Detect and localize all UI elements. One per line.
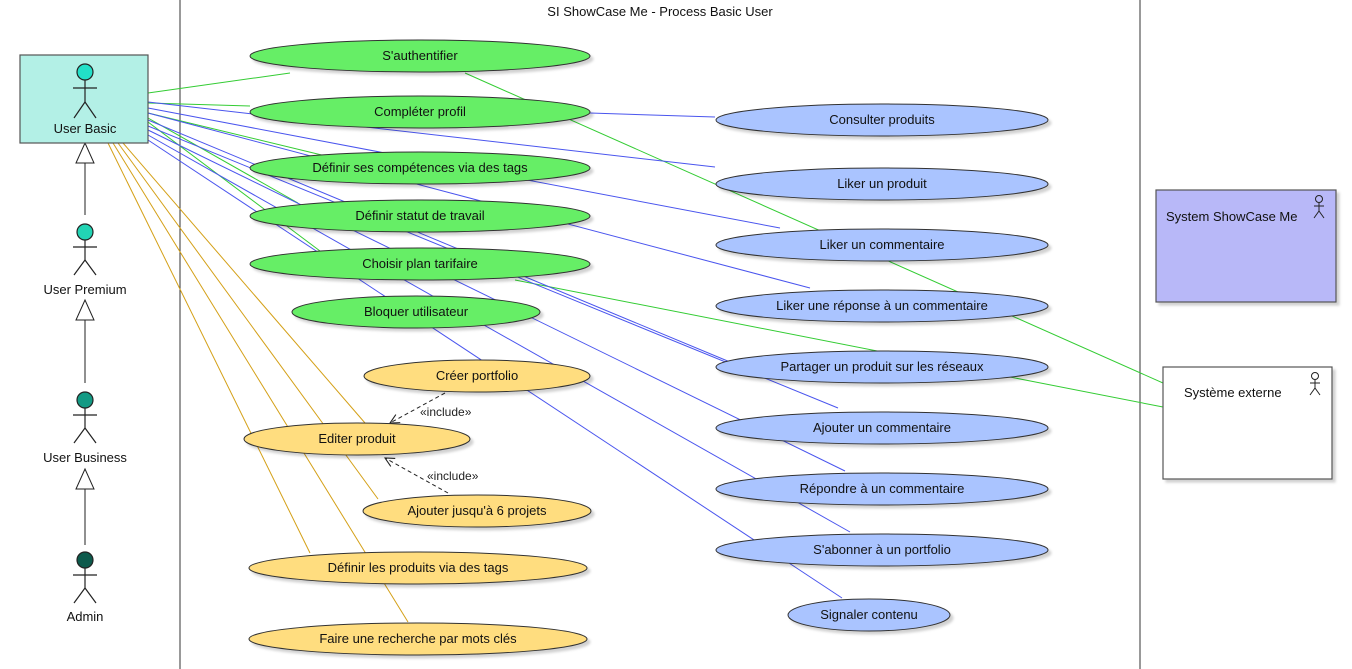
use-case-liker-produit[interactable]: Liker un produit xyxy=(715,167,1049,201)
use-case-label: Liker un commentaire xyxy=(820,237,945,252)
stick-figure-icon xyxy=(73,391,97,444)
actor-label: Admin xyxy=(67,609,104,624)
include-arrow xyxy=(385,458,449,494)
use-case-recherche[interactable]: Faire une recherche par mots clés xyxy=(248,622,588,656)
actor-box xyxy=(1162,366,1333,480)
use-case-definir-produits[interactable]: Définir les produits via des tags xyxy=(248,551,588,585)
use-case-bloquer[interactable]: Bloquer utilisateur xyxy=(291,295,541,329)
use-case-consulter[interactable]: Consulter produits xyxy=(715,103,1049,137)
stick-figure-icon xyxy=(73,223,97,276)
assoc-line xyxy=(147,112,331,158)
actor-user-basic[interactable]: User Basic xyxy=(19,54,149,144)
assoc-line xyxy=(112,142,409,623)
stick-figure-icon xyxy=(73,551,97,604)
use-case-label: Editer produit xyxy=(318,431,396,446)
use-case-label: Définir statut de travail xyxy=(355,208,484,223)
use-case-label: Signaler contenu xyxy=(820,607,918,622)
use-case-completer-profil[interactable]: Compléter profil xyxy=(249,95,591,129)
association-lines xyxy=(107,72,1164,623)
assoc-line xyxy=(464,72,1164,384)
actor-system-showcase[interactable]: System ShowCase Me xyxy=(1155,189,1337,303)
actor-user-premium[interactable]: User Premium xyxy=(43,223,127,297)
use-case-label: Définir les produits via des tags xyxy=(328,560,509,575)
stick-figure-icon xyxy=(1309,372,1321,396)
system-boundary: SI ShowCase Me - Process Basic User xyxy=(179,0,1141,669)
assoc-line xyxy=(147,72,291,94)
use-case-label: Liker une réponse à un commentaire xyxy=(776,298,988,313)
use-case-label: Choisir plan tarifaire xyxy=(362,256,478,271)
actor-systeme-externe[interactable]: Système externe xyxy=(1162,366,1333,480)
use-case-label: S'authentifier xyxy=(382,48,458,63)
use-case-label: Faire une recherche par mots clés xyxy=(319,631,517,646)
use-case-liker-reponse[interactable]: Liker une réponse à un commentaire xyxy=(715,289,1049,323)
use-case-signaler[interactable]: Signaler contenu xyxy=(787,598,951,632)
use-case-label: Consulter produits xyxy=(829,112,935,127)
use-case-label: S'abonner à un portfolio xyxy=(813,542,951,557)
use-case-ajouter-commentaire[interactable]: Ajouter un commentaire xyxy=(715,411,1049,445)
include-label: «include» xyxy=(427,469,479,483)
assoc-line xyxy=(589,112,716,118)
system-title: SI ShowCase Me - Process Basic User xyxy=(547,4,773,19)
actor-generalization xyxy=(75,141,95,545)
use-case-repondre[interactable]: Répondre à un commentaire xyxy=(715,472,1049,506)
use-case-label: Liker un produit xyxy=(837,176,927,191)
actor-label: Système externe xyxy=(1184,385,1282,400)
actor-user-business[interactable]: User Business xyxy=(43,391,127,465)
use-case-label: Répondre à un commentaire xyxy=(800,481,965,496)
use-case-abonner[interactable]: S'abonner à un portfolio xyxy=(715,533,1049,567)
assoc-line xyxy=(107,142,311,554)
use-case-definir-statut[interactable]: Définir statut de travail xyxy=(249,199,591,233)
use-case-label: Compléter profil xyxy=(374,104,466,119)
use-case-partager[interactable]: Partager un produit sur les réseaux xyxy=(715,350,1049,384)
use-case-choisir-plan[interactable]: Choisir plan tarifaire xyxy=(249,247,591,281)
use-case-label: Définir ses compétences via des tags xyxy=(312,160,528,175)
use-case-liker-commentaire[interactable]: Liker un commentaire xyxy=(715,228,1049,262)
use-case-definir-competences[interactable]: Définir ses compétences via des tags xyxy=(249,151,591,185)
use-case-label: Créer portfolio xyxy=(436,368,518,383)
use-case-label: Partager un produit sur les réseaux xyxy=(780,359,984,374)
assoc-line xyxy=(122,142,366,424)
stick-figure-icon xyxy=(73,63,97,119)
assoc-line xyxy=(147,134,851,533)
use-case-label: Bloquer utilisateur xyxy=(364,304,469,319)
assoc-line xyxy=(514,279,1164,408)
use-cases-yellow: Créer portfolio Editer produit Ajouter j… xyxy=(243,359,592,656)
assoc-line xyxy=(147,119,731,363)
assoc-line xyxy=(147,121,321,252)
actor-box xyxy=(1155,189,1337,303)
use-case-authentifier[interactable]: S'authentifier xyxy=(249,39,591,73)
include-label: «include» xyxy=(420,405,472,419)
assoc-line xyxy=(147,117,299,204)
use-case-label: Ajouter jusqu'à 6 projets xyxy=(407,503,547,518)
assoc-line xyxy=(147,101,716,168)
use-case-ajouter-projets[interactable]: Ajouter jusqu'à 6 projets xyxy=(362,494,592,528)
actor-label: System ShowCase Me xyxy=(1166,209,1298,224)
use-case-label: Ajouter un commentaire xyxy=(813,420,951,435)
include-arrow xyxy=(390,392,446,423)
use-cases-green: S'authentifier Compléter profil Définir … xyxy=(249,39,591,329)
actor-label: User Business xyxy=(43,450,127,465)
actor-admin[interactable]: Admin xyxy=(67,551,104,624)
stick-figure-icon xyxy=(1313,195,1325,219)
include-relations: «include» «include» xyxy=(385,392,479,494)
use-case-editer-produit[interactable]: Editer produit xyxy=(243,422,471,456)
use-case-creer-portfolio[interactable]: Créer portfolio xyxy=(363,359,591,393)
use-cases-blue: Consulter produits Liker un produit Like… xyxy=(715,103,1049,632)
actor-label: User Basic xyxy=(54,121,117,136)
actor-label: User Premium xyxy=(43,282,126,297)
